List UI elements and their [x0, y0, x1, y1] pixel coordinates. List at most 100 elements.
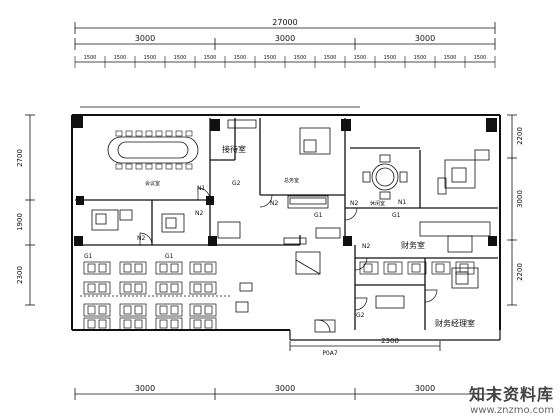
- chair: [115, 130, 123, 137]
- door-tag: N2: [350, 200, 358, 207]
- workstation-chair: [98, 319, 107, 329]
- door-tag: N2: [137, 235, 145, 242]
- workstation-desk: [189, 281, 217, 295]
- workstation-chair: [98, 305, 107, 315]
- chair: [175, 130, 183, 137]
- dimension-bay-bottom-2: 3000: [275, 384, 295, 393]
- workstation-chair: [98, 263, 107, 273]
- workstation-chair: [170, 263, 179, 273]
- chair: [115, 163, 123, 170]
- workstation-chair: [170, 319, 179, 329]
- workstation-monitor: [159, 263, 168, 273]
- workstation-monitor: [123, 263, 132, 273]
- dimension-bottom-small: P0A7: [322, 350, 338, 357]
- watermark-url: www.znzmo.com: [470, 405, 554, 416]
- round-table: [362, 154, 408, 200]
- workstation-desk: [83, 281, 111, 295]
- door-tag: N2: [195, 210, 203, 217]
- workstation-chair: [170, 305, 179, 315]
- chair: [185, 130, 193, 137]
- office-furniture-top: [227, 119, 331, 209]
- room-label-meeting: 会议室: [145, 180, 160, 187]
- dimension-bottom-mid: 2300: [381, 337, 399, 345]
- dimension-bay-top-1: 3000: [135, 34, 155, 43]
- dimension-total: 27000: [272, 18, 297, 27]
- door-tag: N1: [398, 199, 406, 206]
- workstation-monitor: [87, 305, 96, 315]
- room-label-finance: 财务室: [401, 240, 425, 250]
- reception-counter: [283, 227, 341, 275]
- conference-chairs: [115, 130, 193, 170]
- workstation-chair: [134, 319, 143, 329]
- finance-chair: [435, 263, 445, 273]
- finance-manager-desk: [451, 267, 479, 289]
- door-tag: G2: [356, 312, 365, 319]
- conference-table: [107, 130, 199, 170]
- finance-desk: [359, 261, 379, 275]
- room-label-office: 总务室: [284, 177, 299, 184]
- workstation-desk: [155, 261, 183, 275]
- workstation-monitor: [193, 319, 202, 329]
- workstation-monitor: [159, 319, 168, 329]
- chair: [155, 163, 163, 170]
- columns: [73, 116, 497, 246]
- room-label-reception: 接待室: [222, 144, 246, 154]
- dimension-sub-span: 1500: [114, 55, 127, 61]
- dimension-sub-span: 1500: [444, 55, 457, 61]
- dimension-sub-span: 1500: [474, 55, 487, 61]
- door-tag: N2: [362, 243, 370, 250]
- chair: [145, 130, 153, 137]
- dimension-left-1: 2700: [16, 149, 24, 167]
- dimension-right-3: 2200: [516, 263, 524, 281]
- workstation-monitor: [87, 319, 96, 329]
- dimension-sub-span: 1500: [294, 55, 307, 61]
- workstation-desk: [155, 281, 183, 295]
- dimension-sub-span: 1500: [384, 55, 397, 61]
- dimension-sub-span: 1500: [144, 55, 157, 61]
- workstation-desk: [119, 281, 147, 295]
- dimension-bay-bottom-3: 3000: [415, 384, 435, 393]
- interior-walls: [75, 118, 498, 330]
- workstation-monitor: [123, 319, 132, 329]
- workstation-monitor: [123, 283, 132, 293]
- finance-desk: [407, 261, 427, 275]
- workstation-chair: [98, 283, 107, 293]
- office-furniture-right: [419, 149, 491, 253]
- watermark: 知末资料库 www.znzmo.com: [469, 381, 554, 416]
- workstation-desk: [119, 261, 147, 275]
- open-office-workstations: [80, 261, 230, 331]
- finance-desk: [431, 261, 451, 275]
- workstation-monitor: [159, 283, 168, 293]
- workstation-chair: [204, 319, 213, 329]
- dimension-sub-span: 1500: [234, 55, 247, 61]
- finance-chair: [387, 263, 397, 273]
- door-tag: G1: [165, 253, 174, 260]
- workstation-monitor: [87, 283, 96, 293]
- minor-labels: 总务室 会议室 休闲室: [145, 177, 385, 207]
- workstation-desk: [189, 261, 217, 275]
- workstation-desk: [155, 317, 183, 331]
- chair: [145, 163, 153, 170]
- dimension-sub-span: 1500: [324, 55, 337, 61]
- dimension-sub-span: 1500: [414, 55, 427, 61]
- room-label-finance-manager: 财务经理室: [435, 318, 475, 328]
- chair: [175, 163, 183, 170]
- door-tag: G1: [392, 212, 401, 219]
- finance-desk: [383, 261, 403, 275]
- chair: [135, 130, 143, 137]
- chair: [125, 130, 133, 137]
- workstation-monitor: [87, 263, 96, 273]
- dimension-bay-top-3: 3000: [415, 34, 435, 43]
- workstation-monitor: [159, 305, 168, 315]
- bottom-partition: [235, 282, 405, 333]
- room-label-lounge: 休闲室: [370, 200, 385, 207]
- finance-chair: [363, 263, 373, 273]
- workstation-chair: [134, 305, 143, 315]
- dimension-right-2: 3000: [516, 190, 524, 208]
- chair: [165, 130, 173, 137]
- workstation-desk: [83, 317, 111, 331]
- door-tag: G1: [84, 253, 93, 260]
- workstation-chair: [170, 283, 179, 293]
- side-dimension-lines: [25, 114, 517, 306]
